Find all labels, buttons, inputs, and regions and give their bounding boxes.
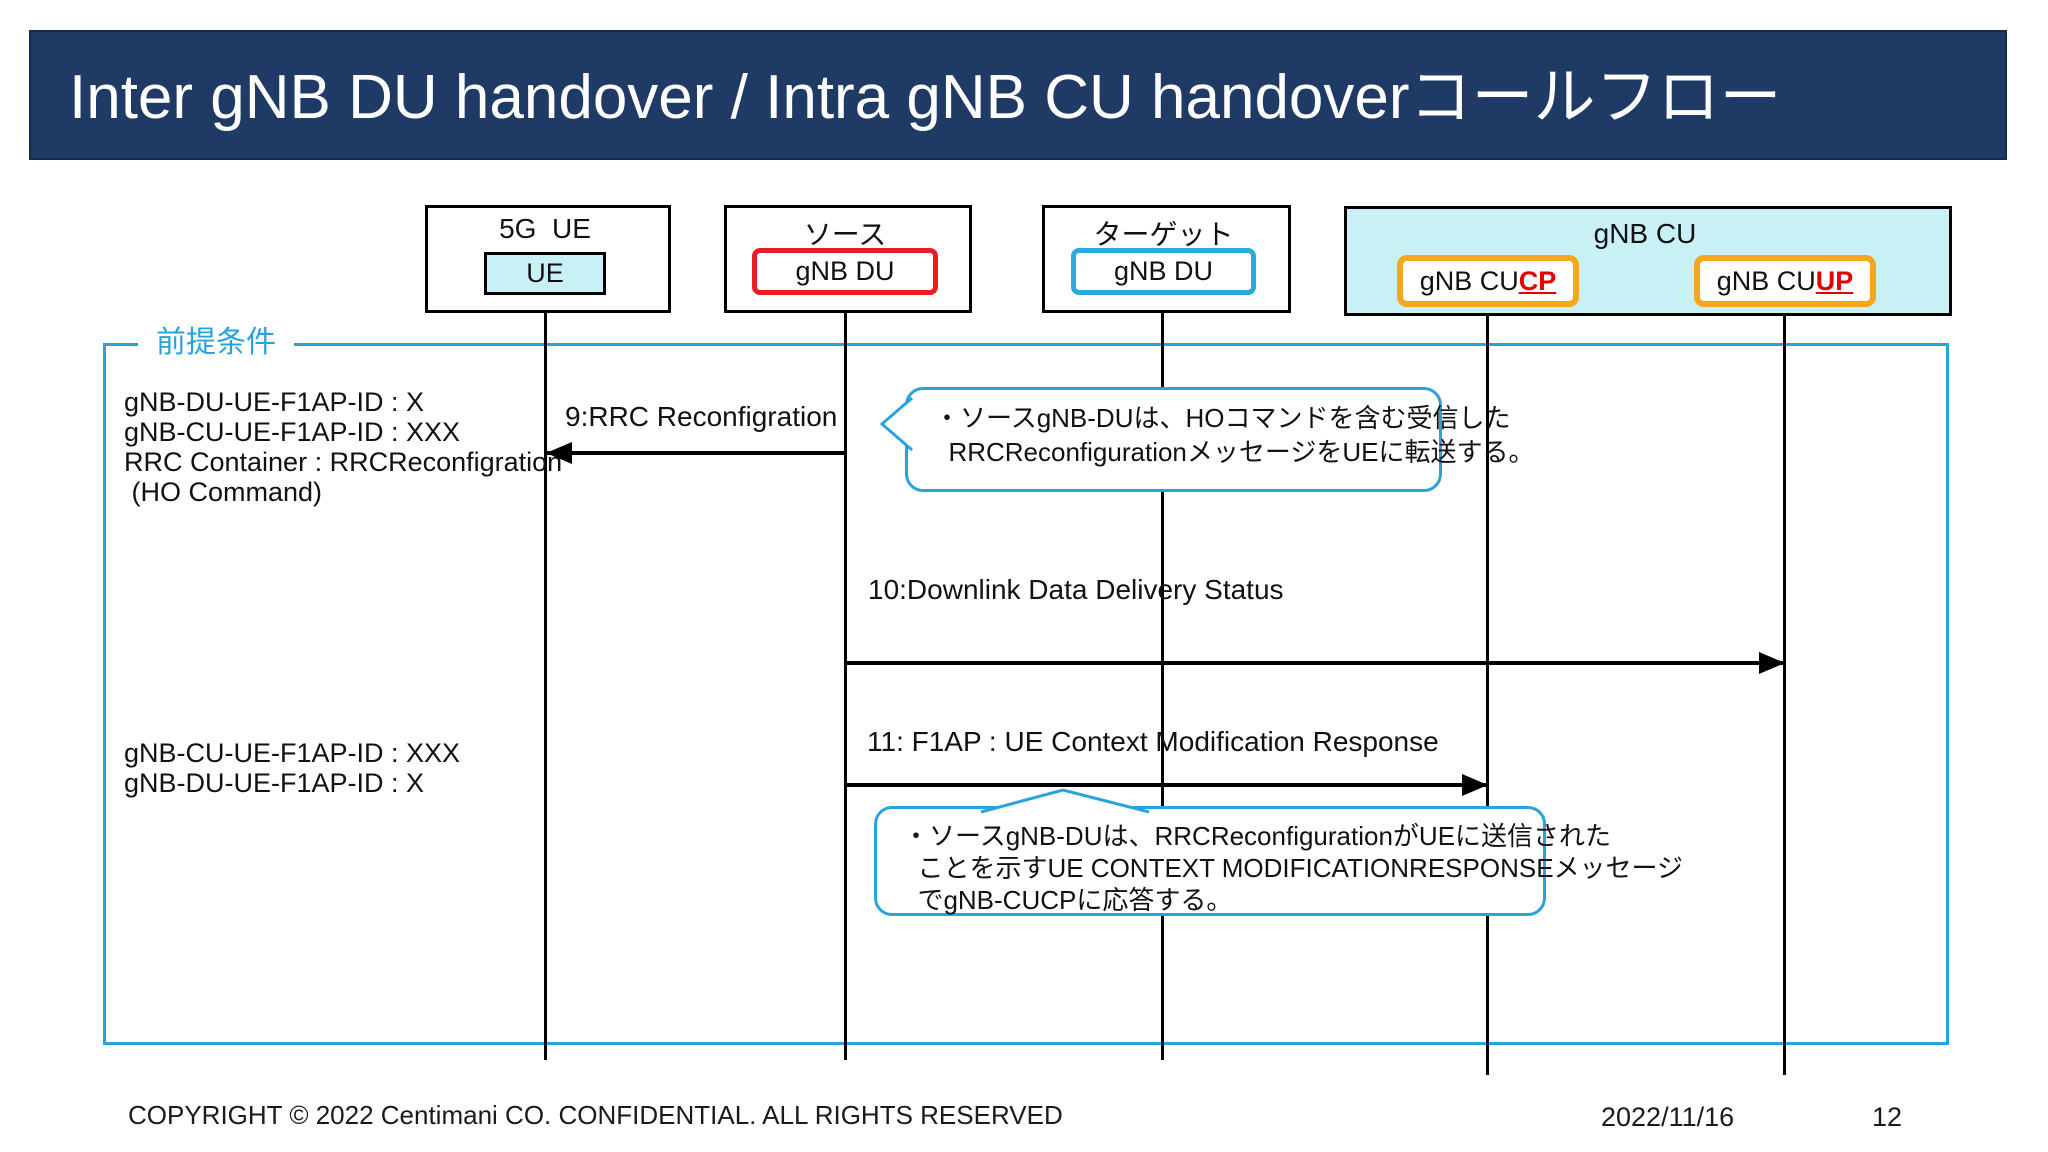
note-line: (HO Command)	[124, 477, 323, 507]
callout-tail-left-icon	[879, 396, 913, 452]
target-gnb-du-label: gNB DU	[1113, 256, 1214, 286]
callout-line: でgNB-CUCPに応答する。	[903, 885, 1233, 915]
source-lifeline	[844, 295, 847, 1060]
title-bar: Inter gNB DU handover / Intra gNB CU han…	[29, 30, 2007, 160]
copyright-text: COPYRIGHT © 2022 Centimani CO. CONFIDENT…	[128, 1100, 1063, 1130]
note-line: gNB-DU-UE-F1AP-ID : X	[124, 387, 425, 417]
msg11-label: 11: F1AP : UE Context Modification Respo…	[867, 726, 1439, 757]
source-gnb-du-label: gNB DU	[795, 256, 895, 286]
page-title: Inter gNB DU handover / Intra gNB CU han…	[69, 63, 1782, 132]
target-lifeline	[1161, 295, 1164, 1060]
callout-tail-up-icon	[980, 788, 1150, 814]
gnb-cuup-node: gNB CUUP	[1694, 255, 1876, 307]
gnb-cu-group-label: gNB CU	[1593, 218, 1697, 249]
source-gnb-du-node: gNB DU	[752, 248, 938, 295]
note-line: gNB-CU-UE-F1AP-ID : XXX	[124, 738, 461, 768]
cucp-lifeline	[1486, 307, 1489, 1075]
target-group-label: ターゲット	[1093, 219, 1234, 250]
callout-context-mod-response: ・ソースgNB-DUは、RRCReconfigurationがUEに送信された …	[874, 788, 1683, 916]
gnb-cucp-node: gNB CUCP	[1397, 255, 1579, 307]
target-gnb-du-node: gNB DU	[1071, 248, 1256, 295]
callout-rrc-forward: ・ソースgNB-DUは、HOコマンドを含む受信した RRCReconfigura…	[879, 387, 1535, 492]
cucp-highlight: CP	[1518, 265, 1557, 296]
msg10-arrow-line	[845, 661, 1785, 665]
msg11-arrowhead-icon	[1462, 774, 1488, 796]
msg9-arrowhead-icon	[546, 442, 572, 464]
ue-lifeline	[544, 295, 547, 1060]
precondition-label: 前提条件	[138, 320, 294, 366]
note-line: RRC Container : RRCReconfigration	[124, 447, 563, 477]
gnb-cucp-label: gNB CUCP	[1419, 265, 1557, 296]
ue-node-label: UE	[526, 258, 564, 288]
callout-line: ・ソースgNB-DUは、HOコマンドを含む受信した	[934, 403, 1511, 433]
callout-line: ことを示すUE CONTEXT MODIFICATIONRESPONSEメッセー…	[903, 853, 1684, 883]
footer-date: 2022/11/16	[1601, 1102, 1735, 1132]
cuup-lifeline	[1783, 307, 1786, 1075]
msg9-label: 9:RRC Reconfigration	[565, 401, 838, 432]
note-line: gNB-CU-UE-F1AP-ID : XXX	[124, 417, 461, 447]
callout1-text: ・ソースgNB-DUは、HOコマンドを含む受信した RRCReconfigura…	[934, 401, 1535, 469]
ue-group-label: 5G UE	[499, 213, 591, 244]
callout-line: ・ソースgNB-DUは、RRCReconfigurationがUEに送信された	[903, 821, 1612, 851]
note-block-2: gNB-CU-UE-F1AP-ID : XXX gNB-DU-UE-F1AP-I…	[124, 738, 460, 798]
source-group-label: ソース	[803, 219, 887, 250]
msg11-arrow-line	[845, 783, 1488, 787]
callout-line: RRCReconfigurationメッセージをUEに転送する。	[934, 437, 1535, 467]
msg9-arrow-line	[546, 451, 845, 455]
msg10-arrowhead-icon	[1759, 652, 1785, 674]
note-block-1: gNB-DU-UE-F1AP-ID : X gNB-CU-UE-F1AP-ID …	[124, 387, 562, 507]
precondition-frame	[103, 343, 1949, 1045]
ue-node: UE	[484, 252, 606, 295]
note-line: gNB-DU-UE-F1AP-ID : X	[124, 768, 425, 798]
page-number: 12	[1872, 1102, 1903, 1132]
gnb-cuup-label: gNB CUUP	[1716, 265, 1854, 296]
callout2-text: ・ソースgNB-DUは、RRCReconfigurationがUEに送信された …	[903, 820, 1683, 916]
cuup-highlight: UP	[1815, 265, 1854, 296]
msg10-label: 10:Downlink Data Delivery Status	[868, 574, 1284, 605]
